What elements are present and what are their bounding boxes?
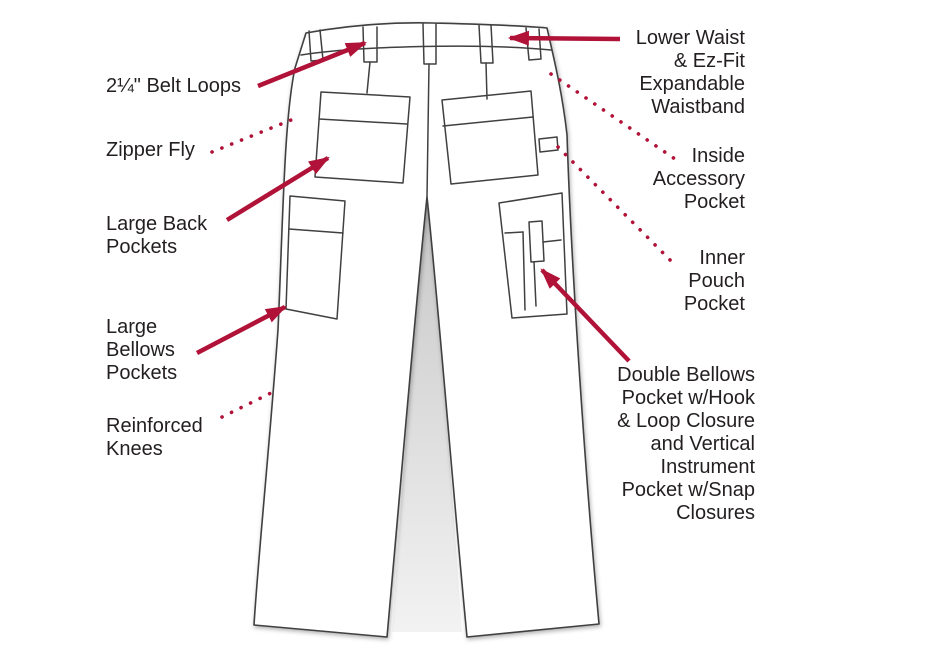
bellows-pocket xyxy=(285,195,346,320)
back-pocket-right xyxy=(441,90,539,185)
dotted-line-accessory-pocket xyxy=(549,72,677,161)
belt-loop xyxy=(422,23,437,65)
callout-arrows xyxy=(195,30,631,363)
belt-loop xyxy=(478,24,494,64)
cargo-pocket xyxy=(498,192,568,319)
label-pouch-pocket: Inner Pouch Pocket xyxy=(683,247,745,315)
waistband-seam xyxy=(300,45,552,56)
arrow-lower-waist xyxy=(507,30,621,46)
cargo-pocket-fold-seam xyxy=(522,231,526,311)
arrow-back-pockets xyxy=(225,156,330,222)
label-bellows-pockets: Large Bellows Pockets xyxy=(106,316,178,384)
dotted-line-reinforced-knees xyxy=(220,388,279,419)
leg-gap-shading xyxy=(392,199,462,632)
label-back-pockets: Large Back Pockets xyxy=(106,213,208,258)
label-double-bellows-pocket: Double Bellows Pocket w/Hook & Loop Clos… xyxy=(617,364,755,524)
dotted-line-zipper-fly xyxy=(210,116,298,154)
pocket-stem-left xyxy=(366,61,371,94)
callout-dotted-lines xyxy=(210,72,678,419)
back-pocket-right-flap-seam xyxy=(442,116,534,127)
center-back-seam xyxy=(426,63,430,198)
back-pocket-left-flap-seam xyxy=(318,118,408,125)
back-pocket-left xyxy=(314,91,411,184)
bellows-pocket-flap-seam xyxy=(288,228,344,234)
label-zipper-fly: Zipper Fly xyxy=(106,139,195,161)
label-belt-loops: 2¼" Belt Loops xyxy=(106,75,241,97)
pocket-stem-right xyxy=(485,62,488,100)
arrow-double-bellows-pocket xyxy=(540,268,631,363)
cargo-pocket-seam-left xyxy=(504,231,524,234)
instrument-pocket xyxy=(528,220,545,263)
pants-illustration xyxy=(253,22,600,638)
pouch-pocket-marker xyxy=(538,136,559,153)
pants-silhouette xyxy=(253,22,600,638)
dotted-line-pouch-pocket xyxy=(556,145,678,268)
instrument-pocket-seam xyxy=(533,261,537,307)
arrow-bellows-pockets xyxy=(195,305,287,355)
cargo-pocket-seam-right xyxy=(542,239,562,243)
label-waistband: Lower Waist & Ez-Fit Expandable Waistban… xyxy=(635,27,745,118)
label-accessory-pocket: Inside Accessory Pocket xyxy=(652,145,745,213)
arrow-belt-loops xyxy=(257,40,368,89)
label-reinforced-knees: Reinforced Knees xyxy=(106,415,203,460)
